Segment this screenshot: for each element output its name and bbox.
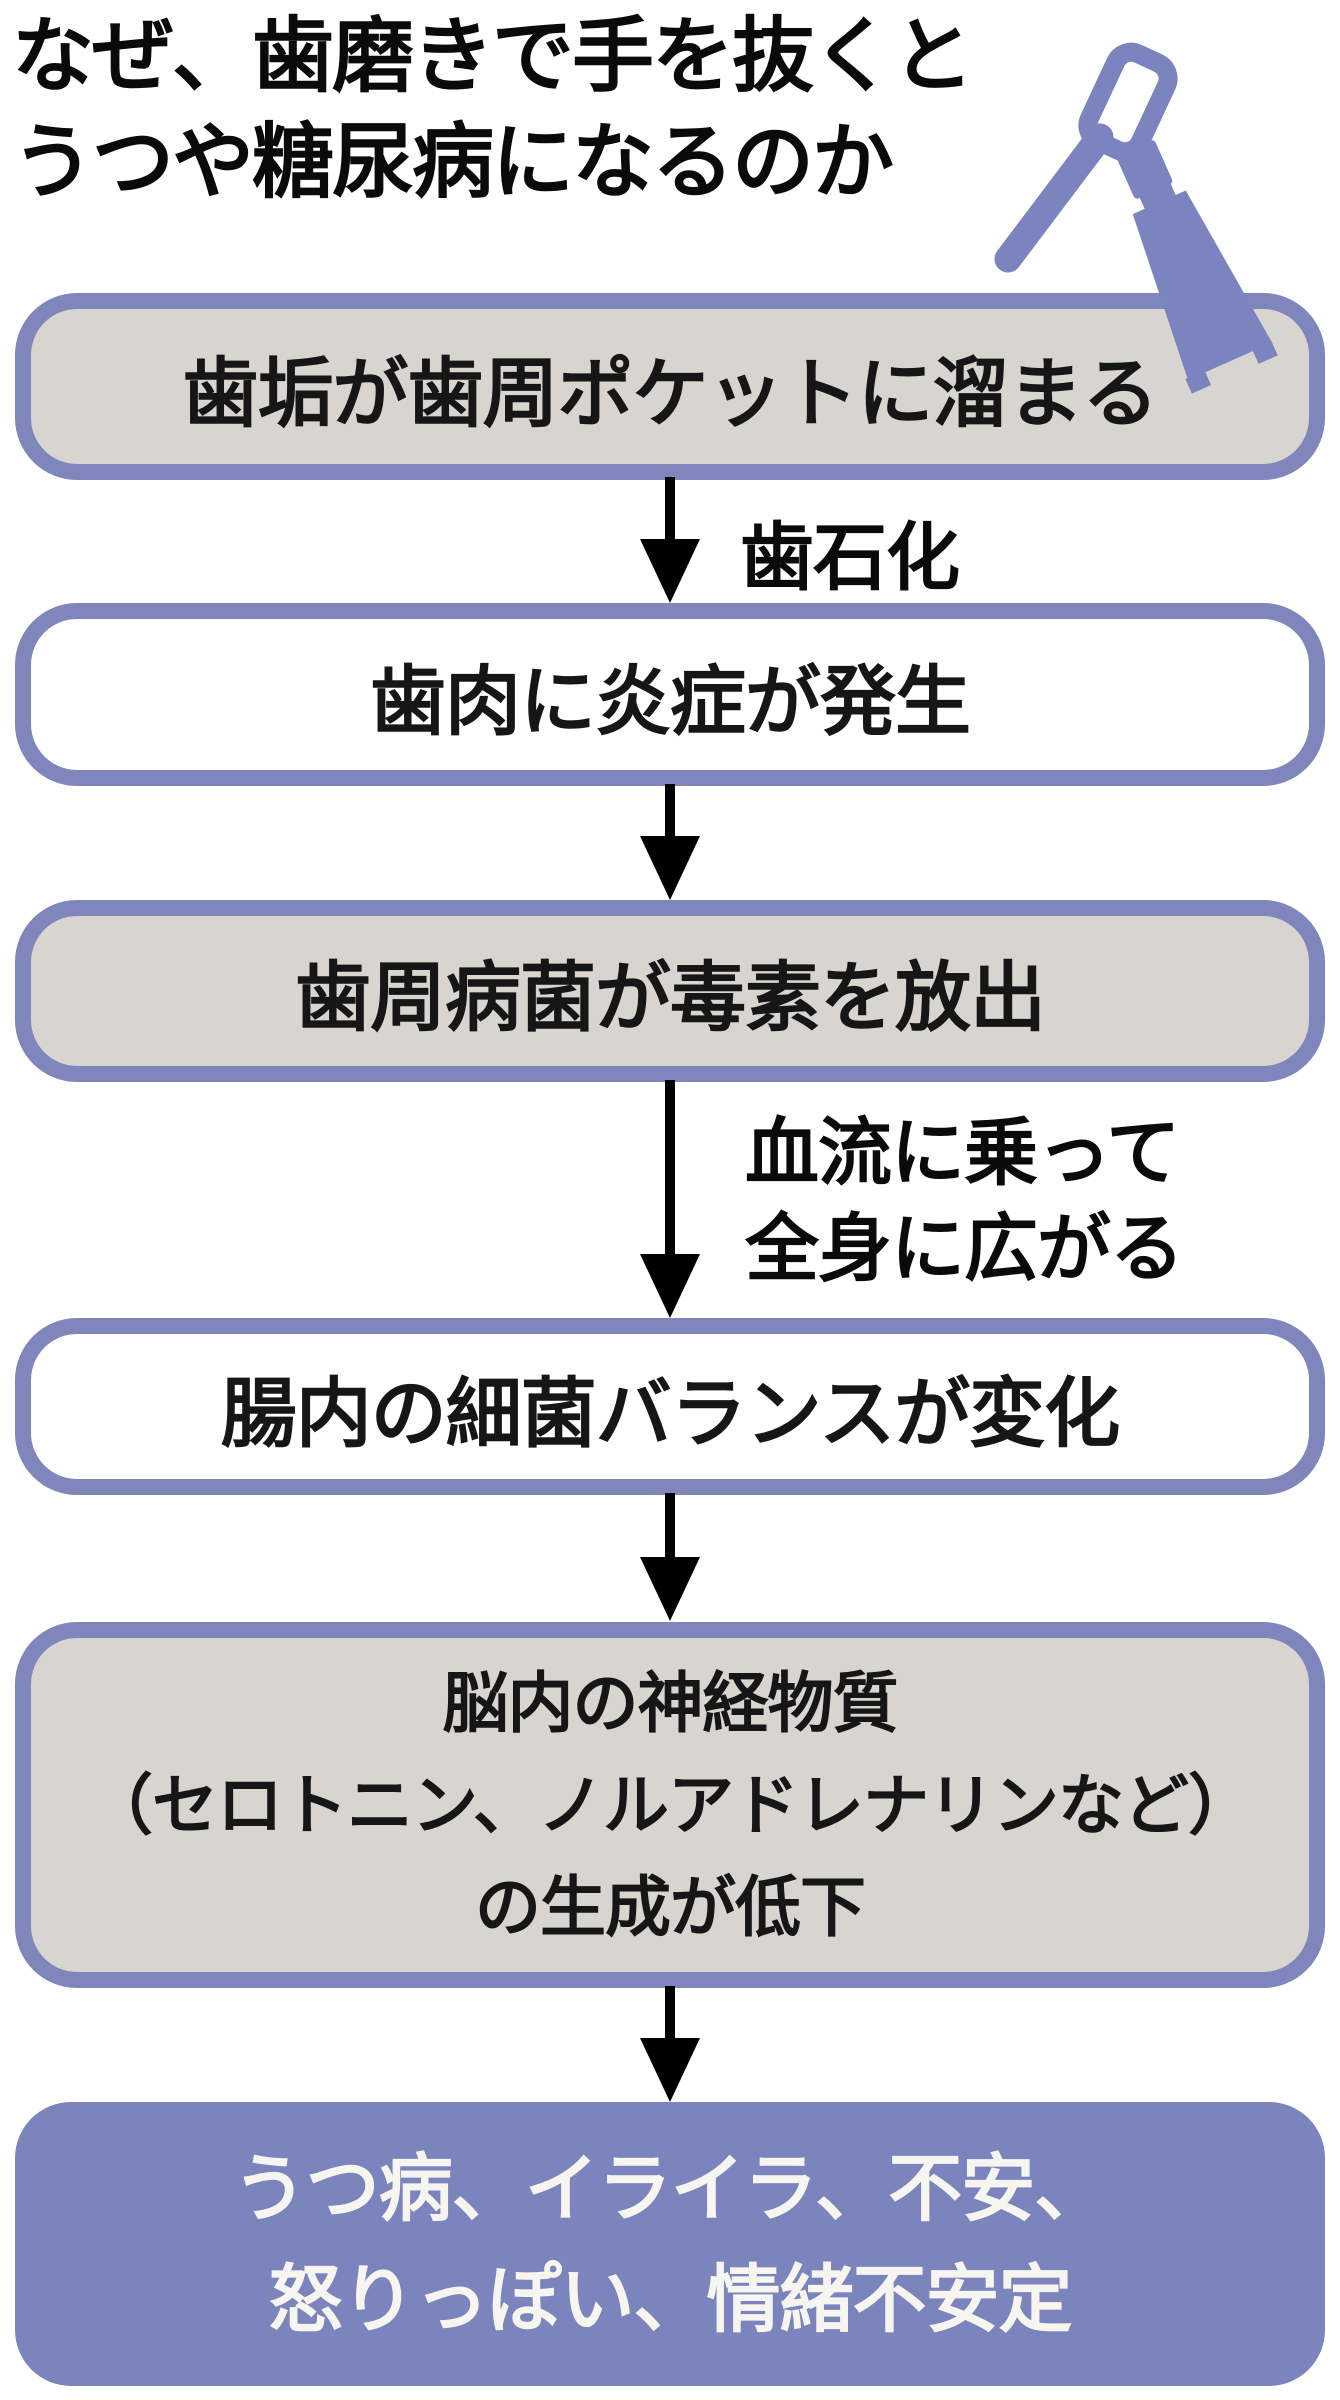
flow-arrow-1-label: 歯石化 (740, 516, 960, 599)
toothbrush-toothpaste-icon (950, 25, 1340, 425)
toothbrush-toothpaste-graphic (994, 42, 1278, 394)
flow-arrow-3 (640, 1080, 700, 1318)
flow-step-1-label: 歯垢が歯周ポケットに溜まる (182, 351, 1159, 437)
toothbrush-icon (994, 42, 1178, 273)
flow-arrow-3-label: 血流に乗って 全身に広がる (745, 1111, 1184, 1290)
arrow-shaft (665, 1986, 675, 2042)
flow-step-2-label: 歯肉に炎症が発生 (370, 659, 971, 745)
arrow-down-head (640, 836, 700, 900)
arrow-shaft (665, 1080, 675, 1258)
flow-step-1-box: 歯垢が歯周ポケットに溜まる (15, 293, 1325, 480)
flow-step-4-label: 腸内の細菌バランスが変化 (220, 1371, 1120, 1457)
arrow-shaft (665, 1493, 675, 1561)
arrow-down-head (640, 1557, 700, 1621)
flow-step-3-box: 歯周病菌が毒素を放出 (15, 900, 1325, 1082)
flow-step-5-label: 脳内の神経物質 （セロトニン、ノルアドレナリンなど） の生成が低下 (86, 1665, 1254, 1945)
flow-step-5-box: 脳内の神経物質 （セロトニン、ノルアドレナリンなど） の生成が低下 (15, 1622, 1325, 1988)
flow-result-box: うつ病、イライラ、不安、 怒りっぽい、情緒不安定 (15, 2102, 1325, 2386)
flow-arrow-4 (640, 1493, 700, 1621)
arrow-shaft (665, 784, 675, 840)
arrow-down-head (640, 539, 700, 603)
flow-arrow-1 (640, 477, 700, 603)
flow-arrow-5 (640, 1986, 700, 2102)
flow-step-2-box: 歯肉に炎症が発生 (15, 603, 1325, 786)
toothpaste-tube-icon (1116, 140, 1278, 394)
flow-result-label: うつ病、イライラ、不安、 怒りっぽい、情緒不安定 (232, 2147, 1109, 2341)
flow-arrow-2 (640, 784, 700, 900)
arrow-down-head (640, 1254, 700, 1318)
flow-step-3-label: 歯周病菌が毒素を放出 (295, 956, 1046, 1041)
page-title: なぜ、歯磨きで手を抜くと うつや糖尿病になるのか (12, 11, 974, 208)
flow-step-4-box: 腸内の細菌バランスが変化 (15, 1318, 1325, 1495)
arrow-shaft (665, 477, 675, 543)
arrow-down-head (640, 2038, 700, 2102)
